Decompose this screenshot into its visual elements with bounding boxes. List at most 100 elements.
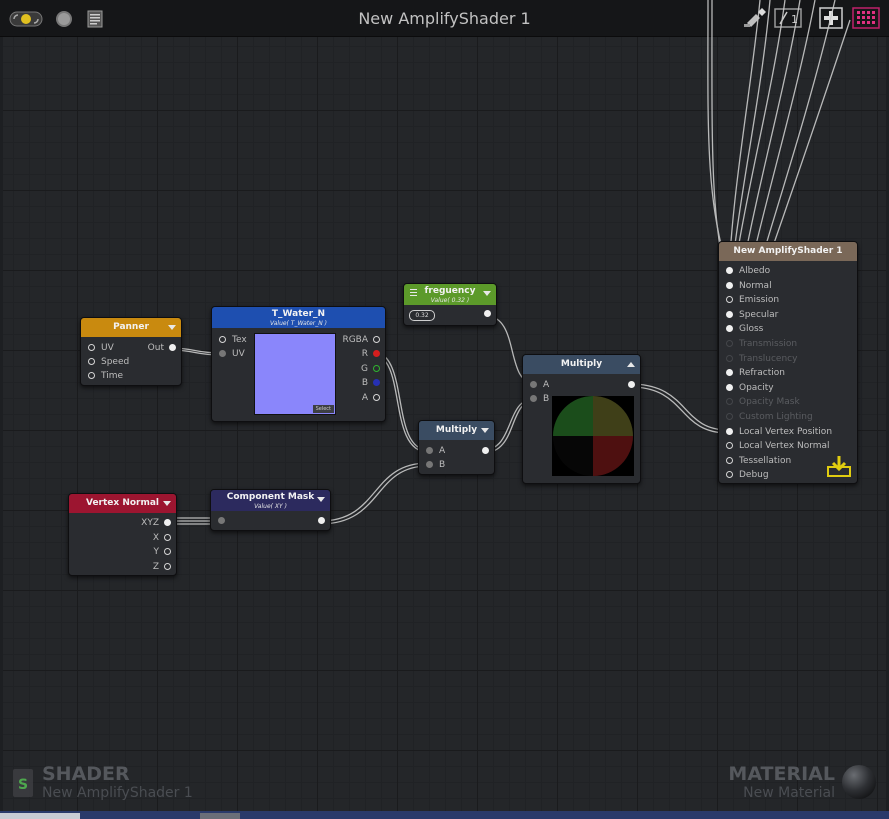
port-icon[interactable] bbox=[164, 519, 171, 526]
port-icon[interactable] bbox=[726, 383, 733, 391]
multiply-large-input-a[interactable]: A bbox=[528, 378, 549, 392]
port-icon[interactable] bbox=[726, 267, 733, 274]
chevron-down-icon[interactable] bbox=[483, 291, 491, 296]
frequency-node[interactable]: freguency Value( 0.32 ) 0.32 bbox=[403, 283, 497, 326]
texture-input-uv[interactable]: UV bbox=[217, 347, 245, 361]
port-icon[interactable] bbox=[218, 517, 225, 524]
panner-output-out[interactable]: Out bbox=[148, 341, 178, 355]
master-input-refraction[interactable]: Refraction bbox=[724, 366, 785, 380]
port-icon[interactable] bbox=[482, 447, 489, 454]
vertex-normal-output-y[interactable]: Y bbox=[154, 545, 174, 559]
frequency-output[interactable] bbox=[479, 307, 493, 321]
texture-preview[interactable]: Select bbox=[254, 333, 336, 415]
port-icon[interactable] bbox=[726, 471, 733, 479]
port-icon[interactable] bbox=[726, 442, 733, 450]
grid-icon[interactable] bbox=[852, 7, 880, 33]
port-icon[interactable] bbox=[726, 281, 733, 289]
multiply-large-output[interactable] bbox=[623, 378, 637, 392]
master-input-albedo[interactable]: Albedo bbox=[724, 264, 770, 278]
add-node-icon[interactable] bbox=[819, 7, 843, 33]
port-icon[interactable] bbox=[373, 336, 380, 343]
port-icon[interactable] bbox=[726, 369, 733, 377]
master-input-emission[interactable]: Emission bbox=[724, 293, 779, 307]
texture-output-r[interactable]: R bbox=[362, 347, 382, 361]
master-input-normal[interactable]: Normal bbox=[724, 279, 772, 293]
document-icon[interactable] bbox=[86, 10, 104, 32]
component-mask-input[interactable] bbox=[216, 514, 231, 528]
port-icon[interactable] bbox=[726, 456, 733, 464]
port-icon[interactable] bbox=[164, 563, 171, 570]
port-icon[interactable] bbox=[318, 517, 325, 524]
port-icon[interactable] bbox=[219, 350, 226, 357]
master-input-opacity[interactable]: Opacity bbox=[724, 381, 774, 395]
texture-output-b[interactable]: B bbox=[362, 376, 382, 390]
chevron-down-icon[interactable] bbox=[168, 325, 176, 330]
component-mask-output[interactable] bbox=[313, 514, 327, 528]
select-button[interactable]: Select bbox=[312, 405, 334, 413]
multiply-small-output[interactable] bbox=[477, 444, 491, 458]
chevron-down-icon[interactable] bbox=[317, 497, 325, 502]
panner-header[interactable]: Panner bbox=[81, 318, 181, 337]
port-icon[interactable] bbox=[164, 534, 171, 541]
menu-icon[interactable] bbox=[410, 289, 417, 298]
vertex-normal-output-xyz[interactable]: XYZ bbox=[141, 516, 173, 530]
multiply-small-input-a[interactable]: A bbox=[424, 444, 445, 458]
frequency-header[interactable]: freguency Value( 0.32 ) bbox=[404, 284, 496, 305]
master-input-specular[interactable]: Specular bbox=[724, 308, 778, 322]
frequency-value-field[interactable]: 0.32 bbox=[409, 310, 435, 321]
vertex-normal-header[interactable]: Vertex Normal bbox=[69, 494, 176, 513]
download-icon[interactable] bbox=[827, 455, 851, 481]
texture-sample-node[interactable]: T_Water_N Value( T_Water_N ) Tex UV Sele… bbox=[211, 306, 386, 422]
port-icon[interactable] bbox=[373, 379, 380, 386]
share-icon[interactable]: 1 bbox=[774, 8, 802, 32]
port-icon[interactable] bbox=[88, 358, 95, 365]
port-icon[interactable] bbox=[726, 310, 733, 318]
master-input-gloss[interactable]: Gloss bbox=[724, 322, 763, 336]
vertex-normal-node[interactable]: Vertex Normal XYZ X Y Z bbox=[68, 493, 177, 576]
port-icon[interactable] bbox=[373, 350, 380, 357]
vertex-normal-output-x[interactable]: X bbox=[153, 531, 173, 545]
port-icon[interactable] bbox=[88, 344, 95, 351]
vertex-normal-output-z[interactable]: Z bbox=[153, 560, 173, 574]
port-icon[interactable] bbox=[484, 310, 491, 317]
multiply-large-header[interactable]: Multiply bbox=[523, 355, 640, 374]
port-icon[interactable] bbox=[530, 381, 537, 388]
component-mask-header[interactable]: Component Mask Value( XY ) bbox=[211, 490, 330, 511]
panner-input-time[interactable]: Time bbox=[86, 369, 123, 383]
master-input-local-vertex-position[interactable]: Local Vertex Position bbox=[724, 425, 832, 439]
port-icon[interactable] bbox=[88, 372, 95, 379]
port-icon[interactable] bbox=[426, 461, 433, 468]
texture-output-a[interactable]: A bbox=[362, 391, 382, 405]
chevron-up-icon[interactable] bbox=[627, 362, 635, 367]
texture-input-tex[interactable]: Tex bbox=[217, 333, 247, 347]
port-icon[interactable] bbox=[726, 427, 733, 435]
multiply-small-input-b[interactable]: B bbox=[424, 458, 445, 472]
port-icon[interactable] bbox=[219, 336, 226, 343]
port-icon[interactable] bbox=[373, 365, 380, 372]
texture-output-rgba[interactable]: RGBA bbox=[342, 333, 382, 347]
master-input-debug[interactable]: Debug bbox=[724, 468, 769, 482]
port-icon[interactable] bbox=[628, 381, 635, 388]
chevron-down-icon[interactable] bbox=[481, 428, 489, 433]
port-icon[interactable] bbox=[530, 395, 537, 402]
panner-input-uv[interactable]: UV bbox=[86, 341, 114, 355]
master-input-local-vertex-normal[interactable]: Local Vertex Normal bbox=[724, 439, 830, 453]
port-icon[interactable] bbox=[726, 325, 733, 333]
port-icon[interactable] bbox=[426, 447, 433, 454]
master-header[interactable]: New AmplifyShader 1 bbox=[719, 242, 857, 261]
multiply-node-small[interactable]: Multiply A B bbox=[418, 420, 495, 475]
component-mask-node[interactable]: Component Mask Value( XY ) bbox=[210, 489, 331, 531]
port-icon[interactable] bbox=[726, 296, 733, 304]
multiply-node-large[interactable]: Multiply A B bbox=[522, 354, 641, 484]
live-toggle-icon[interactable] bbox=[8, 10, 44, 32]
cleanup-icon[interactable] bbox=[744, 8, 766, 32]
port-icon[interactable] bbox=[169, 344, 176, 351]
port-icon[interactable] bbox=[373, 394, 380, 401]
chevron-down-icon[interactable] bbox=[163, 501, 171, 506]
multiply-small-header[interactable]: Multiply bbox=[419, 421, 494, 440]
texture-output-g[interactable]: G bbox=[361, 362, 382, 376]
panner-node[interactable]: Panner UV Speed Time Out bbox=[80, 317, 182, 386]
material-sphere-icon[interactable] bbox=[841, 764, 877, 804]
master-input-tessellation[interactable]: Tessellation bbox=[724, 454, 791, 468]
